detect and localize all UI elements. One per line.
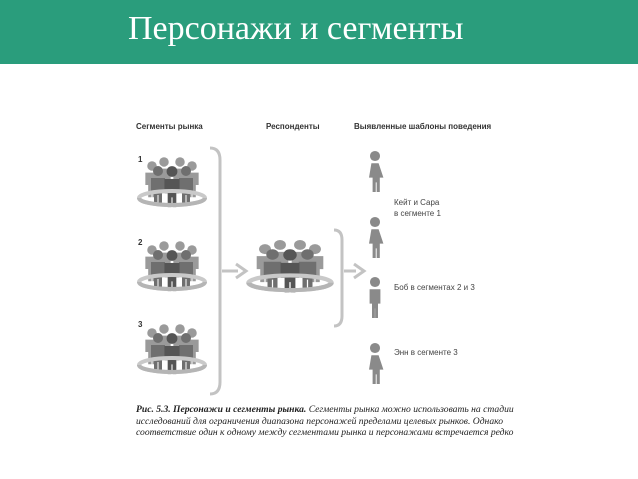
arrow-to-respondents <box>222 262 249 280</box>
label-ann: Энн в сегменте 3 <box>394 348 458 357</box>
arrow-to-patterns <box>344 262 367 280</box>
slide-title: Персонажи и сегменты <box>128 10 464 47</box>
segment-group-3 <box>139 324 205 374</box>
segment-number-1: 1 <box>138 155 143 164</box>
persona-kate-icon <box>369 150 384 192</box>
segment-group-2 <box>139 241 205 291</box>
segment-group-1 <box>139 157 205 207</box>
caption-lead: Рис. 5.3. Персонажи и сегменты рынка. <box>136 404 307 415</box>
segment-number-3: 3 <box>138 320 143 329</box>
respondents-bracket <box>333 228 344 328</box>
label-kate-sara-line2: в сегменте 1 <box>394 209 441 218</box>
respondents-group <box>249 240 332 292</box>
label-kate-sara-line1: Кейт и Сара <box>394 198 440 207</box>
persona-bob-icon <box>369 276 381 318</box>
caption-body: Сегменты рынка можно использовать на ста… <box>136 404 514 438</box>
persona-ann-icon <box>369 342 384 384</box>
segments-bracket <box>209 146 222 396</box>
header-respondents: Респонденты <box>266 122 320 131</box>
persona-sara-icon <box>369 216 384 258</box>
title-bar: Персонажи и сегменты <box>0 0 638 64</box>
header-behavior-patterns: Выявленные шаблоны поведения <box>354 122 492 131</box>
figure-caption: Рис. 5.3. Персонажи и сегменты рынка. Се… <box>136 404 516 439</box>
header-market-segments: Сегменты рынка <box>136 122 203 131</box>
label-bob: Боб в сегментах 2 и 3 <box>394 283 475 292</box>
segment-number-2: 2 <box>138 238 143 247</box>
